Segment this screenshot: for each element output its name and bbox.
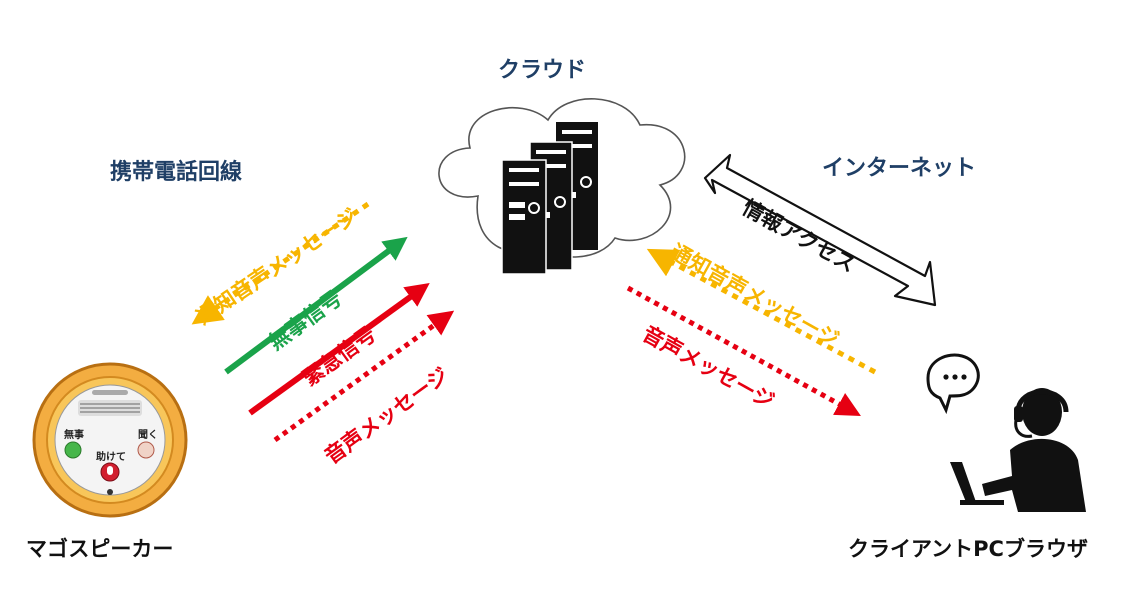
- caption-client: クライアントPCブラウザ: [848, 537, 1088, 561]
- speaker-device: 無事 聞く 助けて: [32, 362, 188, 518]
- arrow-info-access: [703, 153, 937, 307]
- arrow-safe-left: [224, 236, 408, 375]
- speaker-btn-safe: 無事: [64, 428, 84, 441]
- arrow-voice-left: [273, 310, 455, 443]
- caption-speaker: マゴスピーカー: [26, 537, 174, 561]
- arrow-voice-right: [626, 285, 861, 417]
- operator-icon: [926, 353, 1086, 512]
- speaker-btn-help: 助けて: [96, 450, 126, 463]
- speaker-btn-listen: 聞く: [138, 429, 158, 441]
- server-icon: [501, 122, 598, 275]
- arrow-emergency-left: [248, 282, 430, 416]
- arrow-notify-left: [191, 201, 370, 325]
- heading-mobile-line: 携帯電話回線: [110, 160, 243, 185]
- heading-internet: インターネット: [822, 156, 977, 181]
- arrow-notify-right: [646, 248, 877, 375]
- heading-cloud: クラウド: [498, 58, 587, 83]
